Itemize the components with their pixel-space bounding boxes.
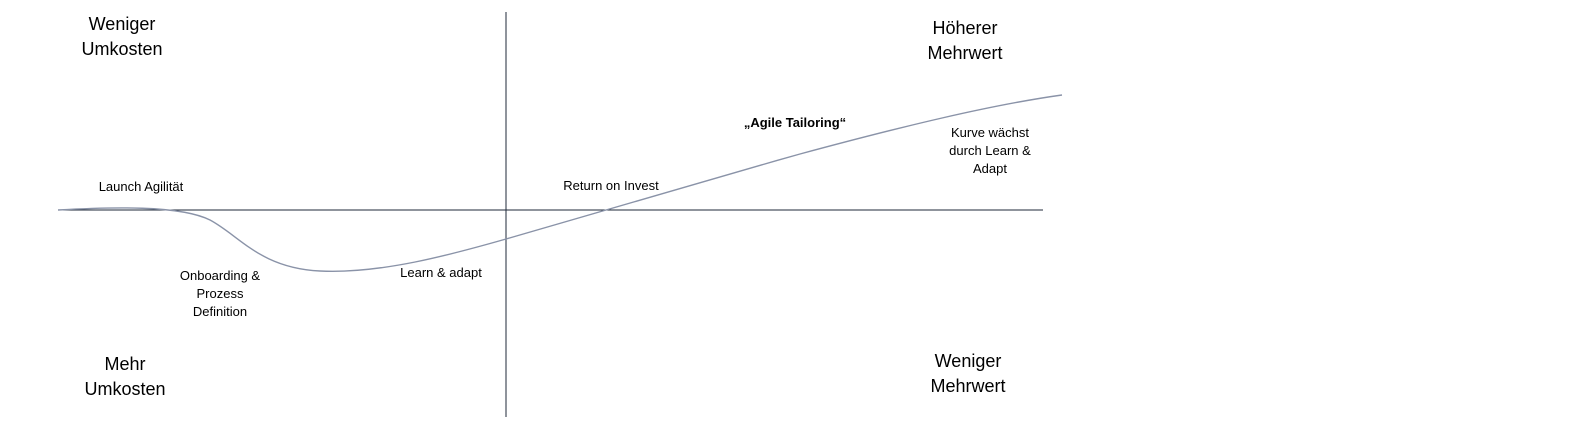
quadrant-label-top-right: Höherer Mehrwert: [927, 18, 1003, 63]
annotation-return-on-invest: Return on Invest: [563, 178, 659, 193]
quadrant-label-top-left: Weniger Umkosten: [81, 14, 163, 59]
annotation-onboarding: Onboarding & Prozess Definition: [179, 268, 261, 319]
quadrant-label-bottom-left: Mehr Umkosten: [84, 354, 166, 399]
annotation-agile-tailoring: „Agile Tailoring“: [743, 115, 847, 130]
annotation-learn-adapt: Learn & adapt: [400, 265, 482, 280]
annotation-launch: Launch Agilität: [98, 179, 184, 194]
annotation-curve-growth: Kurve wächst durch Learn & Adapt: [949, 125, 1031, 176]
value-curve: [57, 94, 1063, 273]
quadrant-label-bottom-right: Weniger Mehrwert: [930, 351, 1006, 396]
